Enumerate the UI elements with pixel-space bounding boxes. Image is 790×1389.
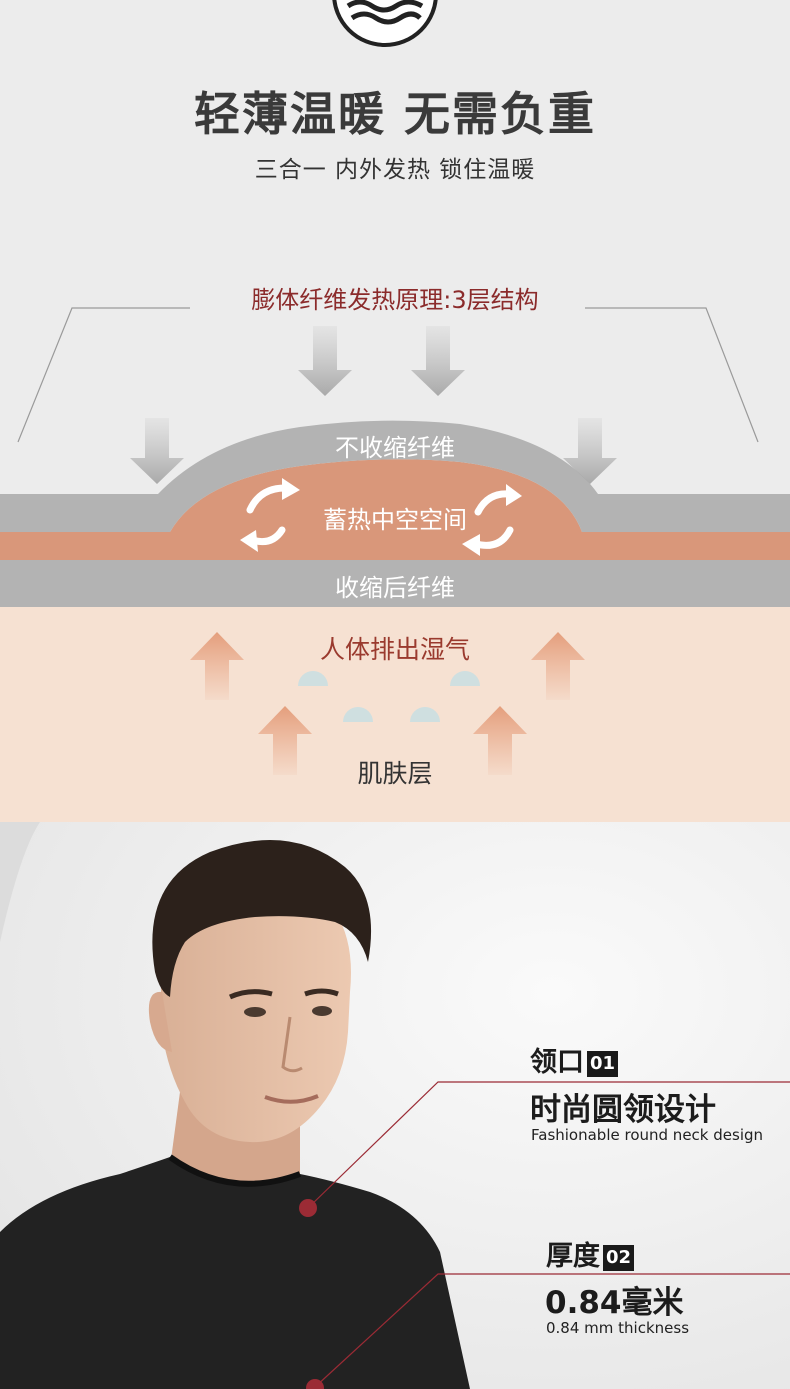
non-shrink-fiber-layer [0,420,790,532]
layer-label-top: 不收缩纤维 [335,434,455,462]
callout-neck-caption: Fashionable round neck design [531,1126,764,1144]
moisture-label: 人体排出湿气 [319,635,470,664]
layer-label-bottom: 收缩后纤维 [335,574,455,602]
callout-thickness-caption: 0.84 mm thickness [546,1319,690,1337]
model-photo [0,822,790,1389]
page-subtitle: 三合一 内外发热 锁住温暖 [254,157,536,183]
skin-layer-label: 肌肤层 [357,759,433,788]
callout-neck-name: 领口 [530,1047,584,1078]
bracket-right [585,307,759,443]
callout-thickness-title: 0.84毫米 [545,1285,684,1321]
callout-lines [299,1081,790,1389]
bracket-left [17,307,190,443]
shrunk-fiber-layer [0,559,790,607]
callout-number-badge: 02 [603,1244,635,1271]
heat-principle-section: 轻薄温暖 无需负重 三合一 内外发热 锁住温暖 [0,0,790,822]
skin-area [0,606,790,822]
fiber-layer-diagram [0,307,790,822]
up-arrow-icon [190,632,585,775]
heat-storage-layer [0,459,790,560]
callout-thickness-name: 厚度 [546,1241,600,1272]
layer-label-middle: 蓄热中空空间 [323,506,467,534]
principle-heading: 膨体纤维发热原理:3层结构 [251,286,539,314]
heat-wave-icon [332,0,438,47]
moisture-drop-icon [298,671,480,722]
down-arrow-icon [130,326,617,484]
page-title: 轻薄温暖 无需负重 [193,87,596,141]
callout-neck-title: 时尚圆领设计 [530,1092,716,1128]
callout-number-badge: 01 [587,1050,619,1077]
